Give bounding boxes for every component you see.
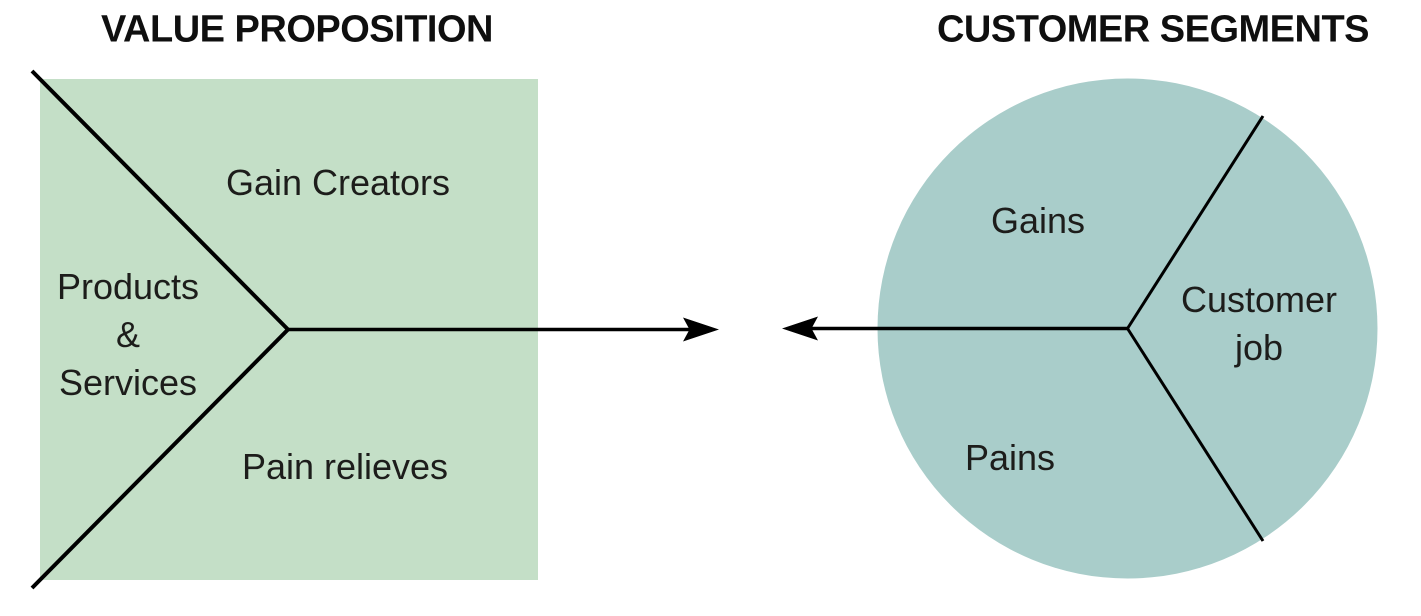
- circle-divider-lower: [1126, 327, 1265, 542]
- gains-label: Gains: [990, 200, 1086, 241]
- pains-label: Pains: [964, 437, 1056, 478]
- pain-relieves-label: Pain relieves: [241, 446, 449, 487]
- right-arrow-head: [683, 317, 719, 342]
- products-services-label: Products & Services: [56, 266, 200, 403]
- customer-segments-title: CUSTOMER SEGMENTS: [936, 8, 1370, 51]
- left-arrow-head: [782, 316, 818, 341]
- value-proposition-title: VALUE PROPOSITION: [101, 8, 493, 51]
- square-divider-bottom-diagonal: [30, 328, 290, 590]
- customer-job-label: Customer job: [1180, 279, 1338, 368]
- gain-creators-label: Gain Creators: [225, 162, 451, 203]
- square-divider-top-diagonal: [30, 69, 290, 331]
- circle-divider-upper: [1126, 115, 1265, 330]
